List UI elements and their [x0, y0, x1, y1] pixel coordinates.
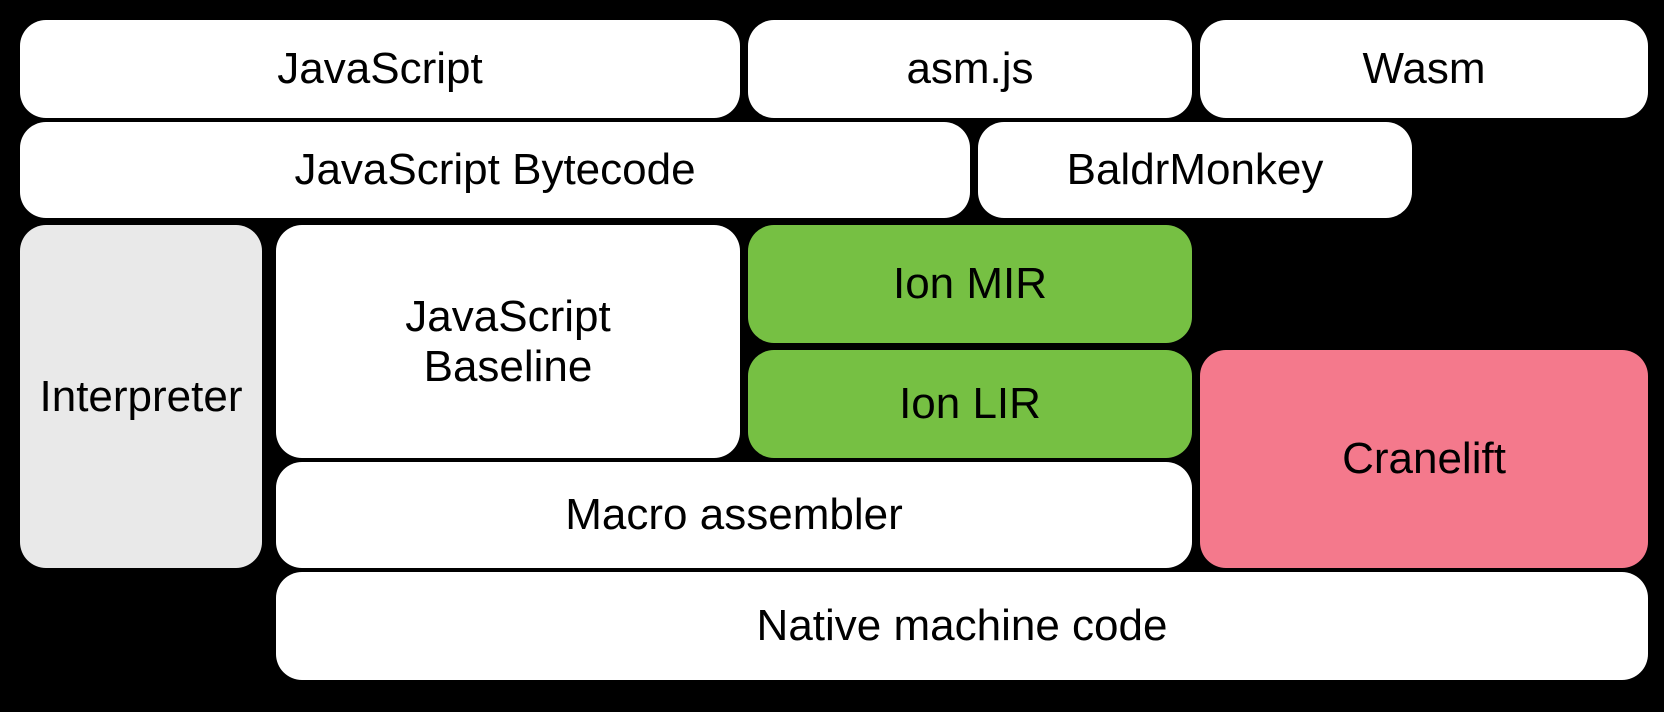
node-wasm[interactable]: Wasm — [1200, 20, 1648, 118]
node-label: Interpreter — [39, 371, 243, 421]
node-javascript[interactable]: JavaScript — [20, 20, 740, 118]
node-label: Ion LIR — [899, 379, 1041, 429]
node-interpreter[interactable]: Interpreter — [20, 225, 262, 568]
node-native-machine-code[interactable]: Native machine code — [276, 572, 1648, 680]
node-macro-assembler[interactable]: Macro assembler — [276, 462, 1192, 568]
node-javascript-baseline[interactable]: JavaScript Baseline — [276, 225, 740, 458]
node-cranelift[interactable]: Cranelift — [1200, 350, 1648, 568]
node-label: Native machine code — [756, 601, 1168, 651]
node-label: JavaScript — [277, 44, 483, 94]
node-label: JavaScript Bytecode — [294, 145, 696, 195]
node-label: BaldrMonkey — [1066, 145, 1324, 195]
node-label: Cranelift — [1342, 434, 1506, 484]
node-asm-js[interactable]: asm.js — [748, 20, 1192, 118]
node-label: Ion MIR — [892, 259, 1048, 309]
node-javascript-bytecode[interactable]: JavaScript Bytecode — [20, 122, 970, 218]
node-ion-mir[interactable]: Ion MIR — [748, 225, 1192, 343]
node-ion-lir[interactable]: Ion LIR — [748, 350, 1192, 458]
node-label: JavaScript Baseline — [405, 292, 611, 391]
node-baldrmonkey[interactable]: BaldrMonkey — [978, 122, 1412, 218]
node-label: asm.js — [906, 44, 1034, 94]
node-label: Macro assembler — [565, 490, 903, 540]
node-label: Wasm — [1362, 44, 1486, 94]
